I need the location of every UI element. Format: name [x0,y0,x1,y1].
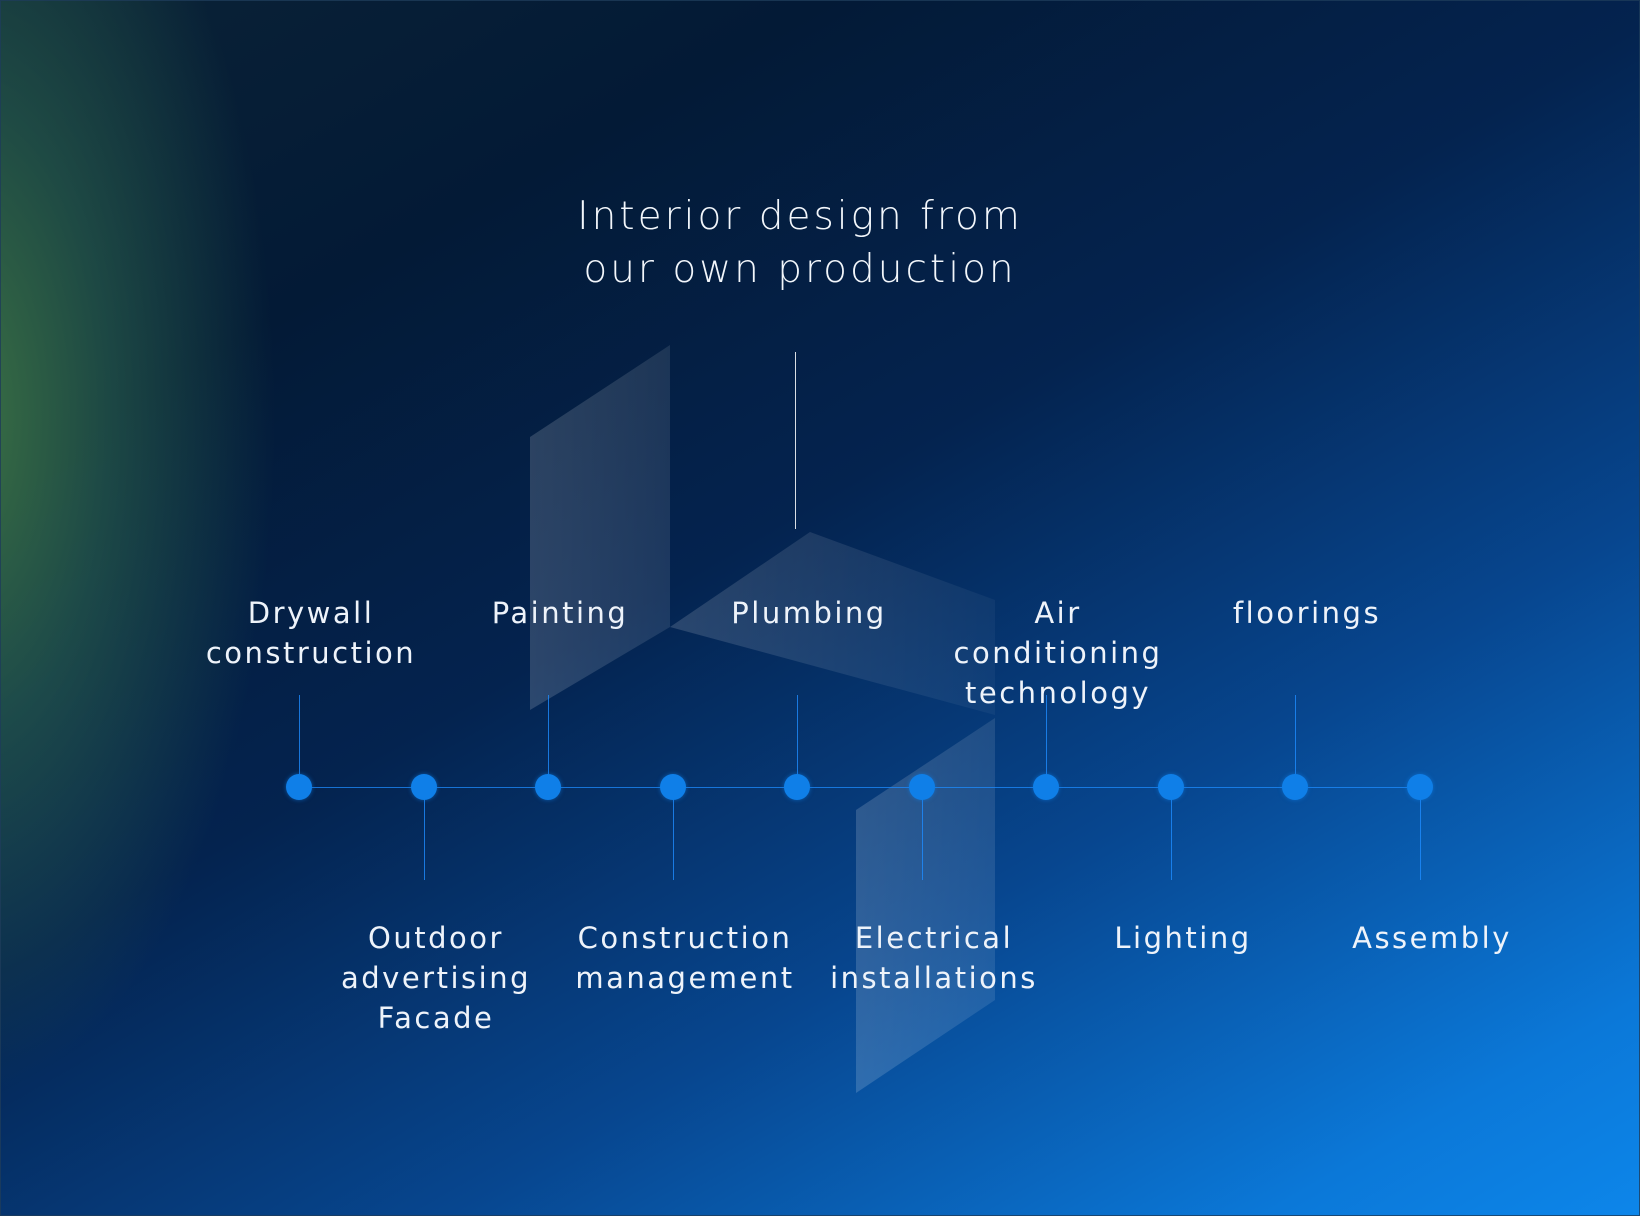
timeline-node-outdoor [411,774,437,800]
timeline-node-electrical [909,774,935,800]
timeline-node-lighting [1158,774,1184,800]
service-label-painting: Painting [491,596,629,630]
title-connector-line [795,352,796,529]
service-connector-floorings [1295,695,1296,787]
timeline-node-drywall [286,774,312,800]
timeline-node-plumbing [784,774,810,800]
service-label-electrical: Electrical installations [830,921,1038,995]
timeline-node-floorings [1282,774,1308,800]
service-connector-outdoor [424,787,425,880]
timeline-axis [299,787,1419,788]
service-label-lighting: Lighting [1114,921,1252,955]
service-label-drywall: Drywall construction [205,596,417,670]
diagram-title: Interior design from our own production [577,194,1023,292]
service-connector-lighting [1171,787,1172,880]
service-label-construction: Construction management [575,921,795,995]
timeline-node-construction [660,774,686,800]
service-label-assembly: Assembly [1352,921,1512,955]
service-label-plumbing: Plumbing [731,596,887,630]
timeline-node-assembly [1407,774,1433,800]
timeline-node-painting [535,774,561,800]
service-label-floorings: floorings [1232,596,1382,630]
service-connector-painting [548,695,549,787]
service-connector-drywall [299,695,300,787]
service-connector-assembly [1420,787,1421,880]
service-label-air-conditioning: Air conditioning technology [953,596,1163,710]
service-connector-air-conditioning [1046,695,1047,787]
service-label-outdoor: Outdoor advertising Facade [341,921,531,1035]
service-connector-plumbing [797,695,798,787]
service-connector-electrical [922,787,923,880]
timeline-node-air-conditioning [1033,774,1059,800]
service-connector-construction [673,787,674,880]
